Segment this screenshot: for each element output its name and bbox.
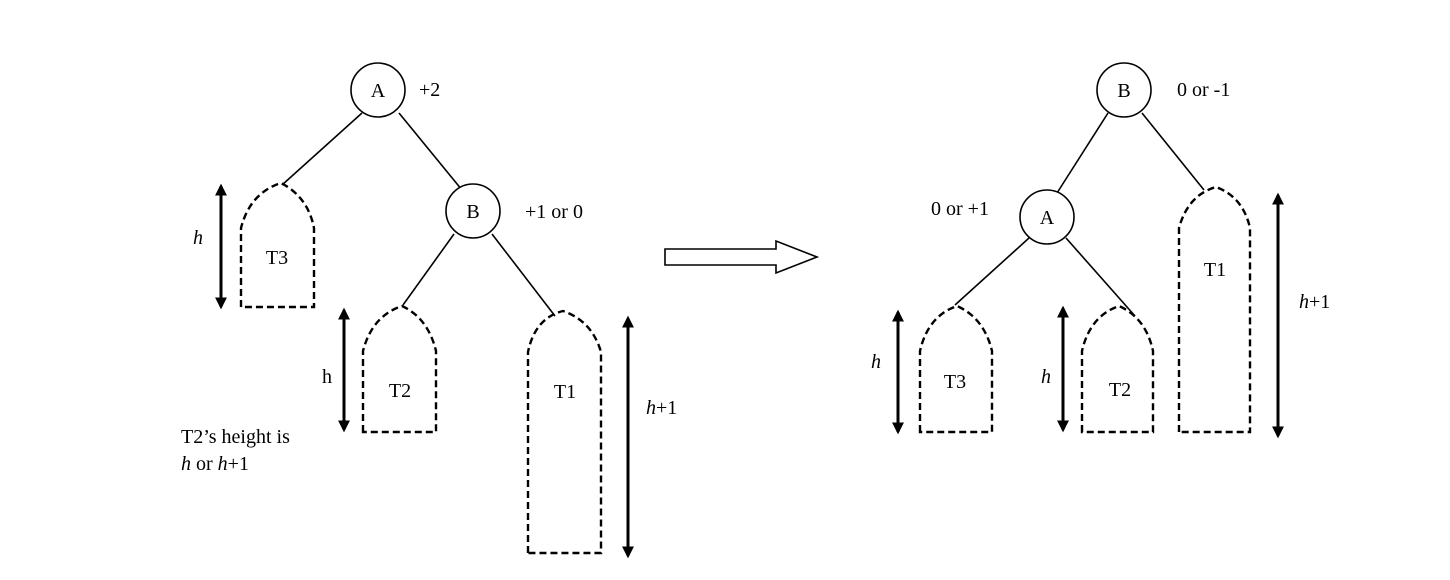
subtree-t2-label: T2 — [1109, 379, 1131, 401]
edge-b-t1 — [491, 233, 556, 317]
height-label-t3: h — [871, 351, 881, 373]
before-tree: A +2 B +1 or 0 T3 T2 T1 h h h+1 — [181, 62, 677, 559]
subtree-t1-label: T1 — [554, 381, 576, 403]
after-tree: B 0 or -1 A 0 or +1 T1 T3 T2 h h h+1 — [871, 62, 1330, 439]
height-label-t1: h+1 — [646, 397, 677, 419]
subtree-t1-label: T1 — [1204, 259, 1226, 281]
edge-a-t3 — [954, 237, 1030, 306]
height-label-t3: h — [193, 227, 203, 249]
node-a-label: A — [1040, 207, 1055, 229]
node-b-label: B — [466, 201, 479, 223]
node-b: B — [445, 183, 501, 239]
node-b: B — [1096, 62, 1152, 118]
subtree-t2: T2 — [361, 304, 438, 434]
edge-a-t2 — [1065, 237, 1136, 317]
edge-b-t2 — [402, 233, 455, 306]
node-a: A — [1019, 189, 1075, 245]
subtree-t1: T1 — [526, 309, 603, 555]
subtree-t1: T1 — [1177, 185, 1252, 434]
subtree-t2-label: T2 — [389, 380, 411, 402]
note-line-1: T2’s height is — [181, 426, 290, 448]
edge-a-t3 — [281, 112, 363, 186]
subtree-t2: T2 — [1080, 304, 1155, 434]
node-b-label: B — [1117, 80, 1130, 102]
edge-a-b — [398, 112, 463, 191]
node-a-balance: 0 or +1 — [931, 198, 989, 220]
subtree-t3: T3 — [239, 181, 316, 309]
subtree-t3: T3 — [918, 304, 994, 434]
node-a-label: A — [371, 80, 386, 102]
node-a: A — [350, 62, 406, 118]
subtree-t3-label: T3 — [944, 371, 966, 393]
edge-b-a — [1056, 112, 1109, 194]
height-label-t1: h+1 — [1299, 291, 1330, 313]
node-b-balance: 0 or -1 — [1177, 79, 1230, 101]
height-label-t2: h — [1041, 366, 1051, 388]
note-line-2: h or h+1 — [181, 453, 249, 475]
subtree-t3-label: T3 — [266, 247, 288, 269]
rotation-arrow-icon — [664, 239, 820, 275]
node-b-balance: +1 or 0 — [525, 201, 583, 223]
node-a-balance: +2 — [419, 79, 440, 101]
height-label-t2: h — [322, 366, 332, 388]
edge-b-t1 — [1141, 112, 1205, 191]
